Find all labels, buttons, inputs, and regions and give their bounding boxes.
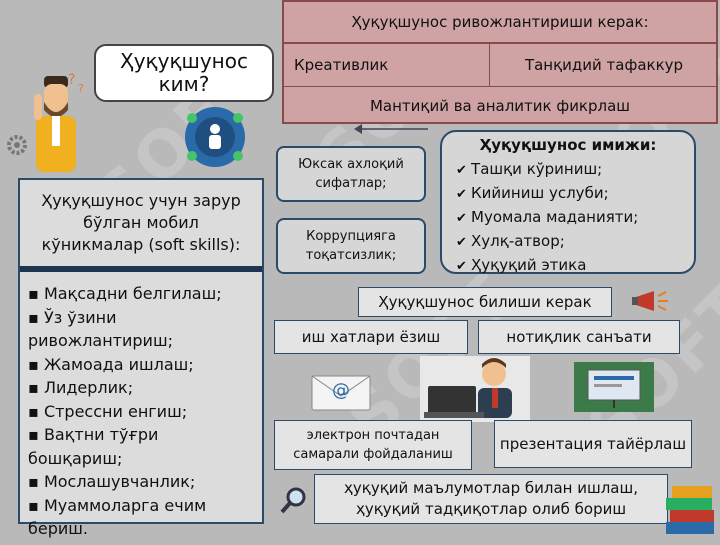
- divider: [20, 266, 262, 272]
- list-item: Мақсадни белгилаш;: [28, 282, 254, 306]
- presentation-screen-icon: [574, 362, 654, 412]
- image-title: Ҳуқуқшунос имижи:: [479, 136, 657, 154]
- soft-skills-panel: Ҳуқуқшунос учун зарур бўлган мобил кўник…: [18, 178, 264, 538]
- list-item: Жамоада ишлаш;: [28, 353, 254, 377]
- list-item: Муомала маданияти;: [456, 206, 638, 230]
- list-item: Хулқ-атвор;: [456, 230, 638, 254]
- man-at-laptop-icon: [420, 356, 530, 422]
- list-item: Стрессни енгиш;: [28, 400, 254, 424]
- legal-research-box: ҳуқуқий маълумотлар билан ишлаш, ҳуқуқий…: [314, 474, 668, 524]
- soft-skills-list: Мақсадни белгилаш; Ўз ўзини ривожлантири…: [20, 278, 262, 545]
- list-item: Вақтни тўғри бошқариш;: [28, 423, 254, 470]
- lawyer-image-box: Ҳуқуқшунос имижи: Ташқи кўриниш; Кийиниш…: [440, 130, 696, 274]
- svg-text:@: @: [332, 380, 350, 401]
- megaphone-icon: [632, 291, 668, 311]
- svg-text:?: ?: [78, 82, 84, 95]
- email-usage-box: электрон почтадан самарали фойдаланиш: [274, 420, 472, 470]
- image-list: Ташқи кўриниш; Кийиниш услуби; Муомала м…: [456, 158, 638, 278]
- list-item: Кийиниш услуби;: [456, 182, 638, 206]
- list-item: Ташқи кўриниш;: [456, 158, 638, 182]
- creativity-cell: Креативлик: [284, 44, 490, 86]
- bubble-line-2: ким?: [158, 72, 210, 96]
- arrow-left-icon: [354, 124, 428, 134]
- must-know-title: Ҳуқуқшунос билиши керак: [358, 287, 612, 317]
- list-item: Муаммоларга ечим бериш.: [28, 494, 254, 541]
- development-table: Ҳуқуқшунос ривожлантириши керак: Креатив…: [282, 0, 718, 124]
- critical-thinking-cell: Танқидий тафаккур: [524, 56, 684, 74]
- list-item: Ҳуқуқий этика: [456, 254, 638, 278]
- email-icon: @: [311, 375, 371, 411]
- list-item: Лидерлик;: [28, 376, 254, 400]
- magnifier-icon: [280, 487, 306, 514]
- soft-skills-heading: Ҳуқуқшунос учун зарур бўлган мобил кўник…: [41, 191, 241, 254]
- moral-qualities-box: Юксак ахлоқий сифатлар;: [276, 146, 426, 202]
- presentation-box: презентация тайёрлаш: [494, 420, 692, 468]
- books-icon: [666, 486, 714, 534]
- soft-skills-icon: [185, 107, 245, 167]
- list-item: Мослашувчанлик;: [28, 470, 254, 494]
- lawyer-thinking-icon: ? ?: [34, 72, 84, 172]
- bubble-line-1: Ҳуқуқшунос: [120, 49, 248, 73]
- anti-corruption-box: Коррупцияга тоқатсизлик;: [276, 218, 426, 274]
- gear-icon: [7, 135, 27, 155]
- svg-text:?: ?: [68, 72, 75, 88]
- development-title: Ҳуқуқшунос ривожлантириши керак:: [284, 2, 716, 44]
- list-item: Ўз ўзини ривожлантириш;: [28, 306, 254, 353]
- logical-thinking-cell: Мантиқий ва аналитик фикрлаш: [284, 86, 716, 124]
- paperwork-box: иш хатлари ёзиш: [274, 320, 468, 354]
- oratory-box: нотиқлик санъати: [478, 320, 680, 354]
